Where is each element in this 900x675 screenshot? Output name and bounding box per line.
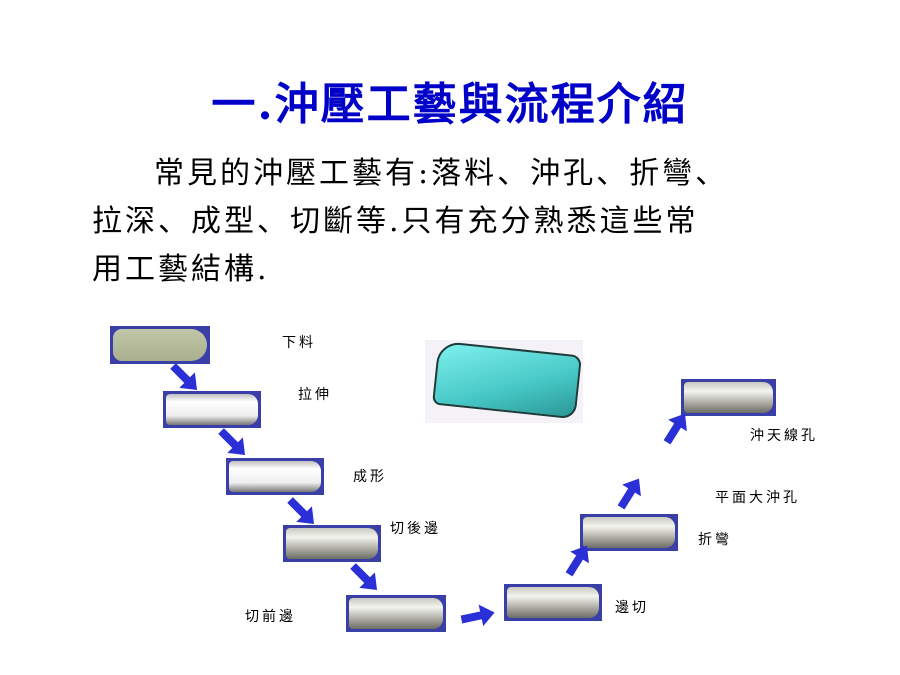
blank-photo <box>110 326 210 364</box>
step-label: 切後邊 <box>390 521 441 537</box>
rear-trim-photo <box>283 525 381 562</box>
antenna-hole-photo <box>681 379 776 416</box>
drawn-part-photo <box>163 391 261 428</box>
intro-paragraph: 常見的沖壓工藝有:落料、沖孔、折彎、 拉深、成型、切斷等.只有充分熟悉這些常 用… <box>92 150 852 294</box>
bent-part-photo <box>580 514 678 551</box>
step-label: 拉伸 <box>298 387 332 403</box>
step-label: 沖天線孔 <box>750 428 818 444</box>
step-label: 邊切 <box>615 600 649 616</box>
edge-trim-photo <box>504 584 602 621</box>
arrow-icon <box>459 601 497 631</box>
paragraph-line: 常見的沖壓工藝有:落料、沖孔、折彎、 <box>154 156 729 191</box>
step-label: 成形 <box>353 469 387 485</box>
step-label: 平面大沖孔 <box>715 490 800 506</box>
front-trim-photo <box>346 595 446 632</box>
paragraph-line: 拉深、成型、切斷等.只有充分熟悉這些常 <box>92 204 699 239</box>
cad-model-image <box>425 340 583 423</box>
arrow-icon <box>345 558 385 598</box>
arrow-icon <box>611 472 649 514</box>
paragraph-line: 用工藝結構. <box>92 252 270 287</box>
slide-title: 一.沖壓工藝與流程介紹 <box>211 79 689 130</box>
formed-part-photo <box>226 458 324 495</box>
step-label: 切前邊 <box>245 609 296 625</box>
step-label: 下料 <box>282 335 316 351</box>
arrow-icon <box>213 423 253 463</box>
step-label: 折彎 <box>698 532 732 548</box>
